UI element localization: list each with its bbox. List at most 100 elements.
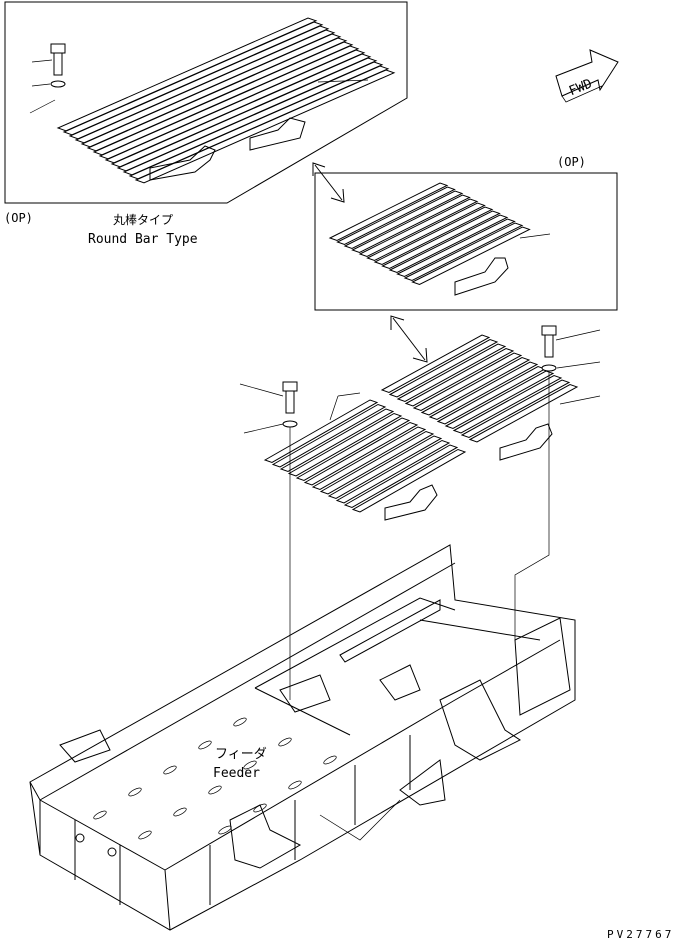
grate-bar [311,426,427,490]
forward-direction-arrow-icon: FWD [555,49,619,103]
grate-bar [381,210,501,269]
grate-bar [396,343,507,402]
grate-bar [295,417,411,481]
grate-support-bracket [499,423,553,461]
grate-bar [404,347,515,407]
washer-icon [541,364,557,372]
interchange-arrow-icon [390,315,428,363]
feeder-front-edge [39,799,171,931]
grate-bar [122,61,384,176]
grate-bar [373,206,494,265]
bolt-head-icon [75,833,85,843]
deck-slot [198,740,212,750]
feeder-mount-plate [59,729,111,763]
round-bar-frame [4,1,408,204]
grate-support-bracket [384,484,438,521]
grate-bar [74,29,336,144]
grate-bar [403,222,524,281]
feeder-top-edge [29,562,456,801]
grate-bar [68,25,330,140]
round-bar-grate [56,17,396,184]
feeder-support-lug [439,679,521,761]
grate-bar [460,379,571,438]
grate-bar [380,334,491,393]
deck-slot [323,755,337,765]
bolt-alignment-line [514,372,550,640]
feeder-side-ribs [74,735,411,905]
grate-bar [468,383,579,443]
bolt-icon [50,43,66,76]
bolt-head-icon [107,847,117,857]
standard-grate-left [239,381,467,700]
round-bar-grate-panel [4,1,408,204]
grate-bar [110,53,372,168]
grate-bar [104,49,366,164]
grate-bar [396,218,516,277]
leader-line [243,423,284,434]
op-label-round-bar: (OP) [4,211,33,225]
grate-bar [116,57,378,172]
feeder-rear-beam [419,619,541,641]
grate-bar [62,21,324,136]
leader-line [329,395,339,421]
grate-bar [92,41,354,156]
deck-slot [138,830,152,840]
grate-support-bracket [454,257,509,296]
feeder-frame [29,544,576,931]
grate-bar [388,214,509,273]
grate-bar [98,45,360,160]
grate-bar [279,408,395,472]
washer-icon [282,420,298,428]
grate-bar [80,33,342,148]
left-bar-grate [263,399,467,513]
deck-slot [93,810,107,820]
grate-bar [319,430,435,495]
round-bar-type-label-jp: 丸棒タイプ [113,213,173,227]
feeder-rear-box [514,617,571,716]
grate-bar [134,69,396,184]
grate-bar [271,403,387,468]
deck-slot [218,825,232,835]
grate-bar [358,198,479,257]
grate-bar [452,374,563,434]
optional-grate-frame [314,172,618,311]
grate-support-bracket [249,117,306,151]
grate-bar [56,17,318,132]
leader-line [29,99,56,114]
leader-line [337,392,361,397]
leader-line [319,799,401,841]
grate-bar [388,338,499,398]
grate-support-bracket [149,145,216,181]
interchange-arrow-icon [312,162,345,203]
bolt-icon [282,381,298,414]
leader-line [317,79,369,83]
feeder-label-jp: フィーダ [215,747,267,762]
washer-icon [50,80,66,88]
leader-line [556,361,601,369]
feeder-label-en: Feeder [213,766,260,781]
right-bar-grate [380,334,579,443]
leader-line [555,329,601,341]
feeder-deck-divider [254,687,351,736]
deck-slot [173,807,187,817]
grate-bar [366,202,486,261]
feeder-rail-strip [339,599,441,663]
drawing-number: PV27767 [607,928,674,941]
grate-bar [327,435,443,499]
grate-bar [428,361,539,420]
bolt-icon [541,325,557,358]
grate-bar [263,399,379,463]
grate-bar [412,352,523,411]
grate-bar [444,370,555,429]
grate-bar [287,412,403,477]
leader-line [239,383,284,397]
deck-slot [288,780,302,790]
feeder-hanger [399,759,446,806]
grate-bar [128,65,390,180]
leader-line [559,395,601,405]
op-label-grate: (OP) [557,155,586,169]
standard-grate-right [380,325,601,640]
optional-bar-grate [328,182,531,285]
